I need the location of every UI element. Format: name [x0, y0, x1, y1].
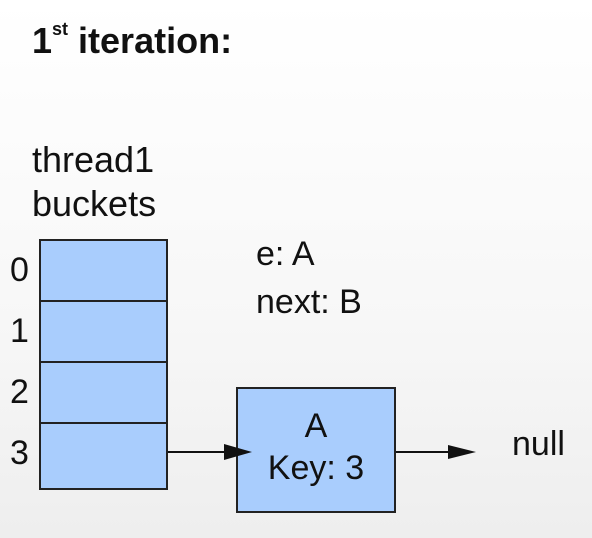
title-text: iteration: [68, 20, 233, 61]
slide-title: 1st iteration: [32, 20, 232, 62]
variables-block: e: A next: B [256, 230, 362, 326]
variable-next: next: B [256, 283, 362, 321]
entry-node-a: A Key: 3 [236, 387, 396, 513]
node-name: A [304, 407, 328, 445]
bucket-cell-2 [41, 363, 166, 424]
buckets-label-line1: thread1 [32, 139, 155, 180]
bucket-cell-1 [41, 302, 166, 363]
bucket-cell-0 [41, 241, 166, 302]
bucket-index-1: 1 [10, 312, 29, 350]
buckets-label: thread1 buckets [32, 138, 202, 226]
node-key: Key: 3 [267, 449, 365, 487]
bucket-index-2: 2 [10, 373, 29, 411]
arrow-node-to-null [396, 445, 476, 459]
bucket-index-3: 3 [10, 434, 29, 472]
null-terminal: null [512, 425, 565, 463]
bucket-array [39, 239, 168, 490]
buckets-label-line2: buckets [32, 183, 157, 224]
bucket-index-0: 0 [10, 251, 29, 289]
arrow-bucket3-to-node [168, 444, 252, 460]
title-ordinal: 1 [32, 20, 53, 61]
variable-e: e: A [256, 235, 315, 273]
title-ordinal-suffix: st [52, 19, 69, 39]
